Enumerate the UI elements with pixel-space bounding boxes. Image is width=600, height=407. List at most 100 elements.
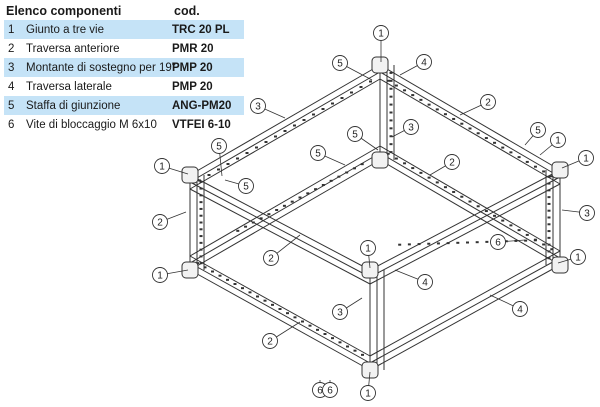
rail-hole — [443, 113, 447, 116]
callout-circle — [579, 205, 595, 221]
rail-hole — [350, 91, 353, 94]
rail-hole — [525, 233, 529, 236]
rail-hole — [282, 204, 286, 207]
legend-row-number: 4 — [8, 80, 15, 93]
callout-number: 4 — [421, 58, 427, 69]
rail-hole — [547, 175, 551, 178]
rail-hole — [547, 182, 551, 185]
rail-hole — [547, 243, 551, 246]
rail-hole — [476, 205, 480, 208]
rail-hole — [389, 111, 393, 114]
top-front-beam — [189, 188, 371, 285]
rail-hole — [233, 283, 237, 285]
rail-hole — [211, 270, 214, 273]
callout-leaders — [159, 33, 588, 394]
rail-hole — [484, 137, 488, 140]
callout-number: 3 — [408, 123, 414, 134]
bottom-side-beam — [189, 152, 381, 264]
rail-hole — [493, 141, 497, 144]
legend-row-code: PMR 20 — [172, 42, 214, 55]
rail-hole — [199, 207, 203, 210]
rail-hole — [547, 202, 551, 205]
rail-hole — [267, 213, 271, 216]
rail-hole — [533, 165, 537, 168]
callout-circle — [310, 145, 326, 161]
top-front-beam — [189, 181, 371, 278]
callout-circle — [347, 126, 363, 142]
top-side-beam — [189, 71, 381, 183]
callout-circle — [417, 274, 433, 290]
callout-number: 5 — [243, 182, 249, 193]
rail-hole — [411, 167, 415, 170]
rail-hole — [302, 119, 306, 121]
rail-hole — [389, 151, 393, 154]
rail-hole — [550, 175, 554, 178]
bottom-rear-beam — [379, 152, 561, 259]
callout-number: 3 — [584, 209, 590, 220]
rail-hole — [394, 157, 398, 160]
legend-row-description: Vite di bloccaggio M 6x10 — [26, 118, 157, 131]
rail-hole — [256, 295, 259, 298]
top-rear-beam — [379, 78, 561, 185]
corner-joint — [371, 56, 389, 74]
rail-hole — [407, 243, 411, 246]
corner-joint — [181, 261, 199, 279]
rail-hole — [547, 189, 551, 192]
callout-number: 6 — [317, 386, 323, 397]
rail-hole — [259, 217, 263, 220]
rail-hole — [274, 135, 277, 138]
rail-hole — [452, 190, 456, 193]
rail-hole — [218, 274, 222, 277]
rail-hole — [547, 236, 551, 239]
callout-circle — [322, 382, 338, 398]
callout-number: 1 — [583, 154, 589, 165]
callout-number: 3 — [255, 102, 261, 113]
bottom-side-beam — [369, 264, 561, 371]
rail-hole — [248, 291, 252, 294]
rail-hole — [547, 250, 551, 253]
rail-hole — [547, 216, 551, 219]
rail-hole — [417, 243, 421, 246]
callout-circle — [250, 98, 266, 114]
rail-hole — [484, 210, 488, 213]
legend-row-number: 2 — [8, 42, 15, 55]
rail-hole — [346, 345, 349, 348]
corner-joint — [551, 256, 569, 274]
legend-row: 1 Giunto a tre vie TRC 20 PL — [4, 20, 244, 39]
top-rear-beam — [379, 64, 561, 171]
rail-hole — [389, 95, 393, 98]
rail-hole — [226, 163, 230, 165]
rail-hole — [452, 117, 456, 120]
rail-hole — [443, 186, 447, 189]
rail-hole — [323, 333, 327, 335]
rail-hole — [271, 303, 274, 306]
rail-hole — [547, 196, 551, 199]
rail-hole — [359, 86, 363, 88]
bottom-front-beam — [189, 269, 371, 371]
rail-hole — [403, 162, 407, 165]
rail-hole — [217, 168, 220, 171]
legend-header-component: Elenco componenti — [6, 4, 122, 18]
callout-circle — [262, 333, 278, 349]
rail-hole — [493, 214, 497, 217]
callout-number: 1 — [365, 244, 371, 255]
rail-hole — [525, 160, 529, 163]
callout-circle — [570, 249, 586, 265]
callout-number: 6 — [495, 238, 501, 249]
legend-header-code: cod. — [174, 4, 200, 18]
callout-circle — [263, 250, 279, 266]
corner-joint — [181, 166, 199, 184]
rail-hole — [236, 157, 239, 160]
bottom-side-beam — [369, 257, 561, 364]
rail-hole — [427, 242, 431, 245]
rail-hole — [203, 266, 207, 269]
rail-hole — [241, 287, 244, 290]
rail-hole — [517, 156, 521, 159]
rail-hole — [321, 184, 325, 186]
rail-hole — [331, 102, 334, 105]
rail-hole — [468, 200, 472, 203]
rail-hole — [337, 175, 341, 178]
rail-hole — [301, 320, 304, 323]
rail-hole — [236, 229, 240, 232]
